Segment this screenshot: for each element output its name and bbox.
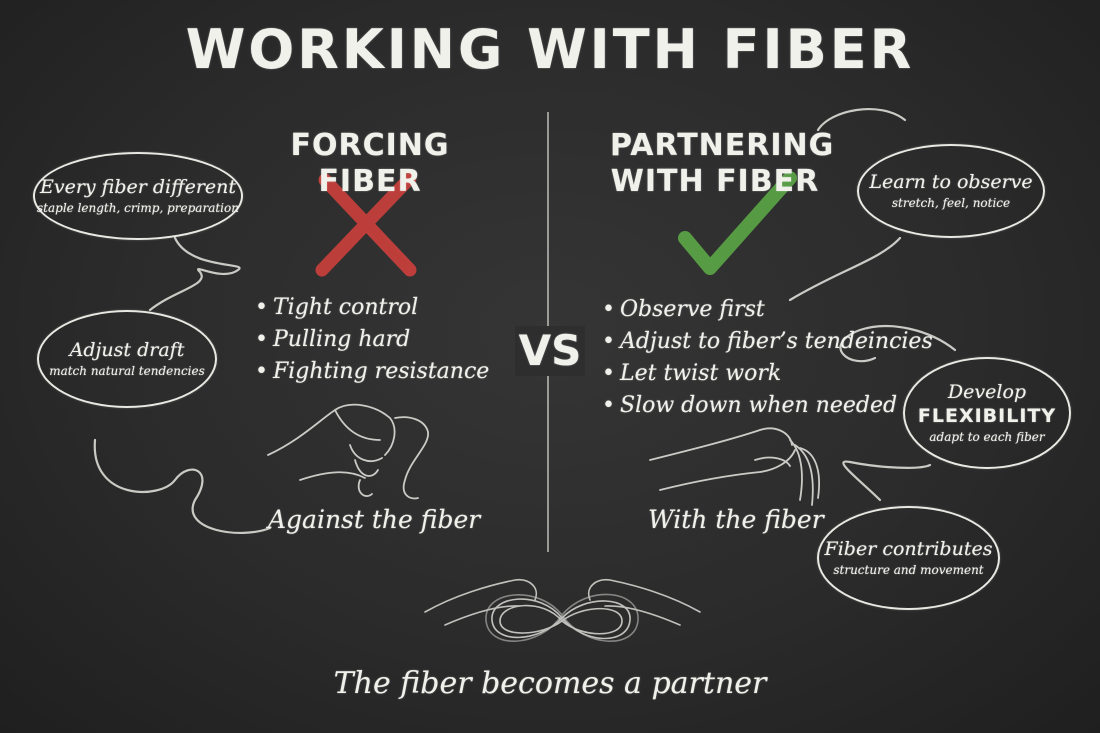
left-bullet-list: •Tight control •Pulling hard •Fighting r… [255,292,489,388]
list-item: •Tight control [255,295,419,320]
gripping-hand-icon [267,403,429,500]
footer-tagline: The fiber becomes a partner [333,666,767,701]
bubble-fiber-contributes: Fiber contributes structure and movement [817,506,1000,610]
vs-label: VS [515,326,585,376]
left-connector-top [148,236,241,312]
right-heading-line1: PARTNERING [610,128,835,163]
right-connector-mid [788,236,902,302]
list-item: •Pulling hard [255,327,411,352]
right-connector-low [842,460,932,502]
infinity-fiber-icon [424,578,701,642]
bubble-every-fiber: Every fiber different staple length, cri… [33,152,243,240]
relaxed-hand-icon [649,427,820,506]
page-title: WORKING WITH FIBER [185,18,915,81]
bubble-learn-observe: Learn to observe stretch, feel, notice [857,144,1045,238]
checkmark-icon [678,171,797,275]
left-caption: Against the fiber [268,505,481,534]
right-heading: PARTNERING WITH FIBER [610,128,835,200]
list-item: •Observe first [602,297,765,322]
right-heading-line2: WITH FIBER [610,164,820,199]
bubble-develop-flexibility: Develop FLEXIBILITY adapt to each fiber [903,357,1071,469]
right-caption: With the fiber [648,505,824,534]
right-connector-loop [839,324,957,363]
right-bullet-list: •Observe first •Adjust to fiber’s tendei… [602,294,933,422]
list-item: •Fighting resistance [255,359,490,384]
left-connector-bottom [93,438,272,535]
list-item: •Let twist work [602,361,782,386]
list-item: •Slow down when needed [602,393,898,418]
list-item: •Adjust to fiber’s tendeincies [602,329,933,354]
left-heading: FORCING FIBER [290,128,450,199]
right-connector-top [816,108,907,132]
x-icon [315,171,417,277]
bubble-adjust-draft: Adjust draft match natural tendencies [37,310,217,408]
